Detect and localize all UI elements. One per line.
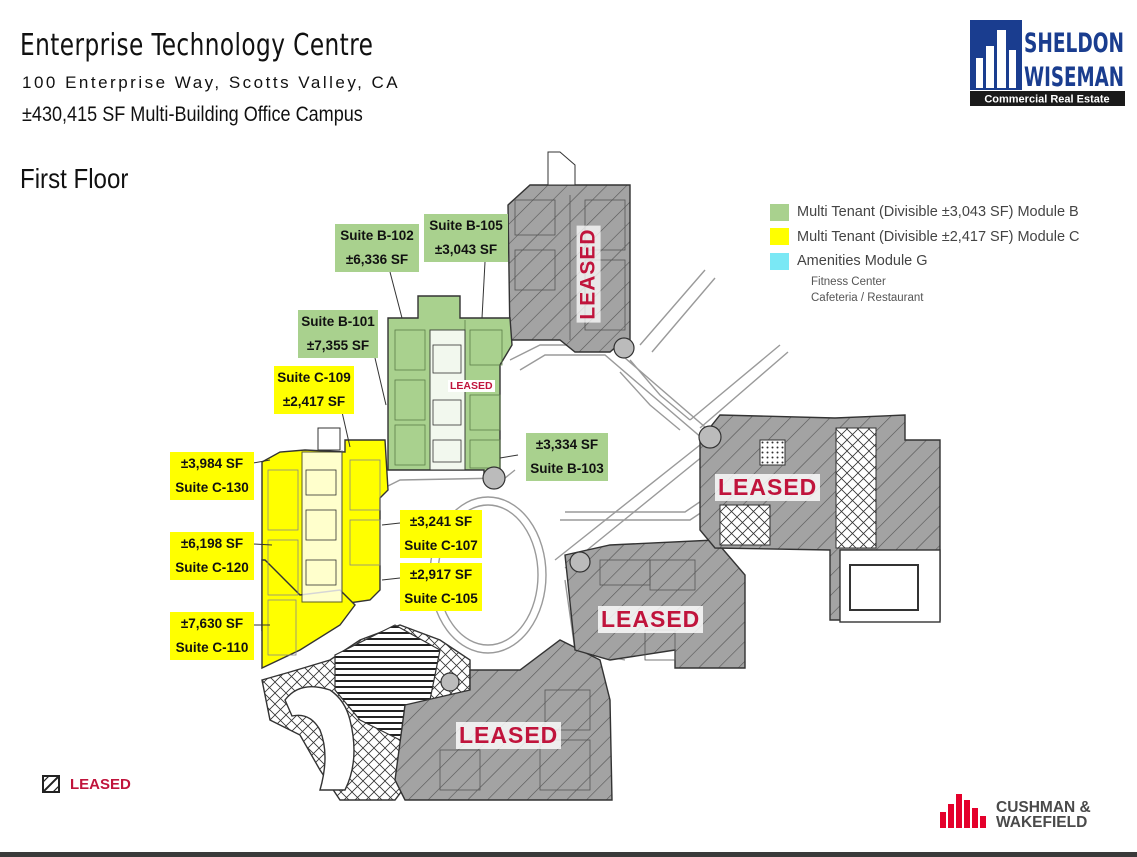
suite-size: ±3,984 SF — [180, 456, 244, 471]
legend-item-module-g: Amenities Module G — [770, 249, 1080, 274]
leased-label-east: LEASED — [598, 606, 704, 633]
suite-label-b102: Suite B-102 ±6,336 SF — [335, 224, 419, 272]
legend: Multi Tenant (Divisible ±3,043 SF) Modul… — [770, 200, 1080, 306]
suite-size: ±2,417 SF — [282, 394, 346, 409]
suite-label-c107: ±3,241 SF Suite C-107 — [400, 510, 482, 558]
building-g-east-leased — [564, 539, 746, 669]
floor-title: First Floor — [20, 163, 129, 194]
sheldon-wiseman-logo: SHELDON WISEMAN Commercial Real Estate — [970, 20, 1125, 106]
bottom-rule — [0, 852, 1137, 857]
suite-size: ±7,355 SF — [306, 338, 370, 353]
suite-size: ±3,334 SF — [535, 437, 599, 452]
suite-label-b103: ±3,334 SF Suite B-103 — [526, 433, 608, 481]
leased-hatch-icon — [42, 775, 60, 793]
suite-label-b105: Suite B-105 ±3,043 SF — [424, 214, 508, 262]
cw-line2: WAKEFIELD — [996, 814, 1087, 830]
entry-ramp — [284, 686, 355, 791]
suite-label-b101: Suite B-101 ±7,355 SF — [298, 310, 378, 358]
legend-swatch-green — [770, 203, 789, 221]
page-title: Enterprise Technology Centre — [20, 28, 374, 63]
suite-label-c120: ±6,198 SF Suite C-120 — [170, 532, 254, 580]
legend-label: Multi Tenant (Divisible ±2,417 SF) Modul… — [797, 228, 1080, 245]
suite-size: ±3,043 SF — [434, 242, 498, 257]
leased-key-label: LEASED — [70, 775, 131, 793]
leased-key: LEASED — [42, 775, 131, 793]
legend-label: Multi Tenant (Divisible ±3,043 SF) Modul… — [797, 204, 1079, 221]
suite-name: Suite B-102 — [340, 228, 414, 243]
legend-swatch-yellow — [770, 228, 789, 246]
legend-label: Amenities Module G — [797, 253, 928, 270]
suite-label-c110: ±7,630 SF Suite C-110 — [170, 612, 254, 660]
amenity-fitness: Fitness Center — [811, 275, 886, 288]
suite-name: Suite C-130 — [175, 480, 249, 495]
suite-name: Suite C-120 — [175, 560, 249, 575]
leased-label-south: LEASED — [456, 722, 562, 749]
suite-label-c109: Suite C-109 ±2,417 SF — [274, 366, 354, 414]
logo-line1: SHELDON — [1024, 28, 1124, 59]
cw-line1: CUSHMAN & — [996, 799, 1091, 816]
legend-item-module-c: Multi Tenant (Divisible ±2,417 SF) Modul… — [770, 225, 1080, 250]
leased-label-amenities: LEASED — [715, 474, 821, 501]
suite-name: Suite B-103 — [530, 461, 604, 476]
amenity-cafeteria: Cafeteria / Restaurant — [811, 291, 924, 304]
suite-name: Suite B-105 — [429, 218, 503, 233]
legend-item-module-b: Multi Tenant (Divisible ±3,043 SF) Modul… — [770, 200, 1080, 225]
logo-line2: WISEMAN — [1024, 62, 1124, 93]
suite-size: ±2,917 SF — [409, 567, 473, 582]
legend-swatch-cyan — [770, 252, 789, 270]
module-c-south — [261, 559, 356, 670]
suite-size: ±6,198 SF — [180, 536, 244, 551]
property-address: 100 Enterprise Way, Scotts Valley, CA — [22, 73, 401, 92]
suite-size: ±6,336 SF — [345, 252, 409, 267]
suite-label-c130: ±3,984 SF Suite C-130 — [170, 452, 254, 500]
leased-label-north: LEASED — [576, 225, 601, 323]
suite-size: ±7,630 SF — [180, 616, 244, 631]
cushman-wakefield-logo: CUSHMAN & WAKEFIELD — [940, 790, 1115, 831]
suite-name: Suite C-107 — [404, 538, 478, 553]
suite-name: Suite C-110 — [175, 640, 249, 655]
suite-size: ±3,241 SF — [409, 514, 473, 529]
building-c-south-leased — [394, 639, 613, 801]
suite-name: Suite C-109 — [277, 370, 351, 385]
suite-name: Suite C-105 — [404, 591, 478, 606]
logo-tagline: Commercial Real Estate — [984, 94, 1109, 106]
suite-label-c105: ±2,917 SF Suite C-105 — [400, 563, 482, 611]
building-b-north-leased — [507, 184, 631, 353]
campus-size: ±430,415 SF Multi-Building Office Campus — [22, 103, 363, 126]
leased-label-b-small: LEASED — [448, 380, 495, 392]
suite-name: Suite B-101 — [301, 314, 375, 329]
